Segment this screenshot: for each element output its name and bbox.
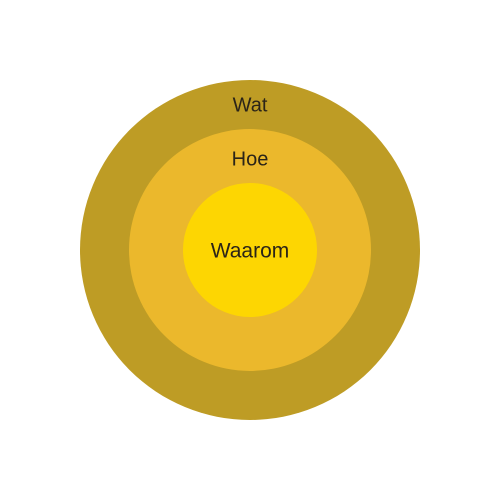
middle-ring-label: Hoe	[232, 148, 269, 170]
outer-ring-label: Wat	[233, 94, 268, 116]
inner-ring-why	[183, 183, 317, 317]
inner-ring-label: Waarom	[211, 240, 290, 263]
